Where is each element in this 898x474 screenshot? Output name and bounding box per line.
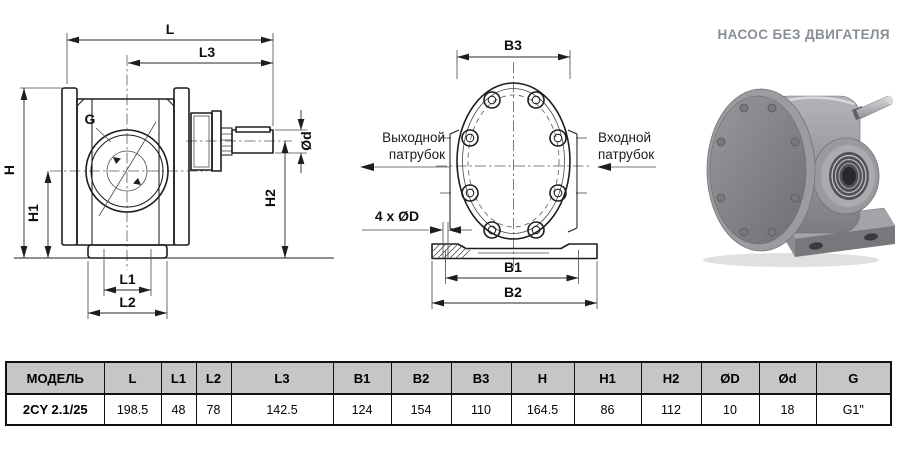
pump-render <box>703 88 896 267</box>
inlet-label-line1: Входной <box>598 130 651 145</box>
col-Od: Ød <box>758 361 817 395</box>
pump-photo <box>703 88 896 267</box>
dim-label-B1: B1 <box>504 259 522 275</box>
col-B3: B3 <box>450 361 512 395</box>
inlet-label-line2: патрубок <box>598 147 654 162</box>
dim-label-L: L <box>166 21 175 37</box>
pump-body-outline <box>61 87 190 259</box>
center-lines <box>50 55 292 270</box>
col-B1: B1 <box>332 361 392 395</box>
port-circle: G <box>85 111 169 217</box>
cell-B2: 154 <box>390 393 452 426</box>
front-base <box>431 222 598 260</box>
dimension-L2: L2 <box>87 261 168 319</box>
col-L2: L2 <box>195 361 232 395</box>
dimension-H2: H2 <box>262 141 289 258</box>
bolt-circle <box>467 94 560 228</box>
cell-OD: 10 <box>700 393 760 426</box>
dim-label-L1: L1 <box>119 271 136 287</box>
cover-bolts <box>461 91 567 239</box>
dimension-B3: B3 <box>456 37 571 79</box>
cell-B3: 110 <box>450 393 512 426</box>
dim-label-holes: 4 x ØD <box>375 208 419 224</box>
pump-front-cover <box>449 82 578 240</box>
col-L3: L3 <box>230 361 334 395</box>
shaft-assembly <box>190 110 274 172</box>
dim-label-Od: Ød <box>298 131 314 150</box>
cell-H2: 112 <box>640 393 702 426</box>
dimension-B1: B1 <box>445 250 579 284</box>
shaft-key <box>235 126 271 133</box>
col-B2: B2 <box>390 361 452 395</box>
col-OD: ØD <box>700 361 760 395</box>
holes-callout: 4 x ØD <box>362 208 472 234</box>
col-H1: H1 <box>573 361 642 395</box>
cell-model: 2CY 2.1/25 <box>5 393 105 426</box>
cell-B1: 124 <box>332 393 392 426</box>
dim-label-L3: L3 <box>199 44 216 60</box>
dimension-L3: L3 <box>128 44 273 67</box>
page-title: НАСОС БЕЗ ДВИГАТЕЛЯ <box>717 27 890 42</box>
col-L: L <box>103 361 162 395</box>
front-center-lines <box>436 62 591 268</box>
cell-L: 198.5 <box>103 393 162 426</box>
col-L1: L1 <box>160 361 197 395</box>
outlet-label-line2: патрубок <box>389 147 445 162</box>
col-model: МОДЕЛЬ <box>5 361 105 395</box>
dim-label-G: G <box>85 111 96 127</box>
col-H2: H2 <box>640 361 702 395</box>
dimension-H1: H1 <box>25 171 52 258</box>
dimension-Od: Ød <box>275 110 314 173</box>
dimension-L: L <box>66 21 274 126</box>
col-H: H <box>510 361 575 395</box>
cell-L1: 48 <box>160 393 197 426</box>
dim-label-H: H <box>1 165 17 175</box>
dimension-L1: L1 <box>103 249 152 296</box>
dim-label-B2: B2 <box>504 284 522 300</box>
dim-label-B3: B3 <box>504 37 522 53</box>
shaft <box>855 95 893 120</box>
cell-H: 164.5 <box>510 393 575 426</box>
dimension-H: H <box>1 87 62 258</box>
mounting-foot <box>87 244 168 259</box>
inlet-callout: Входной патрубок <box>597 130 656 171</box>
cell-Od: 18 <box>758 393 817 426</box>
dim-label-L2: L2 <box>119 294 136 310</box>
dim-label-H1: H1 <box>25 204 41 222</box>
cover-bolt-heads <box>716 103 800 237</box>
outlet-callout: Выходной патрубок <box>360 130 449 171</box>
shadow <box>703 253 879 267</box>
side-view-drawing: L L3 <box>1 21 334 319</box>
outlet-label-line1: Выходной <box>382 130 445 145</box>
section-hatching <box>431 243 471 259</box>
table-row: 2CY 2.1/25 198.5 48 78 142.5 124 154 110… <box>5 393 892 426</box>
cell-L3: 142.5 <box>230 393 334 426</box>
front-view-drawing: B3 <box>360 37 656 309</box>
cell-G: G1" <box>815 393 892 426</box>
table-header-row: МОДЕЛЬ L L1 L2 L3 B1 B2 B3 H H1 H2 ØD Ød… <box>5 361 892 395</box>
dim-label-H2: H2 <box>262 189 278 207</box>
cell-L2: 78 <box>195 393 232 426</box>
dimension-B2: B2 <box>431 261 598 309</box>
spec-table: МОДЕЛЬ L L1 L2 L3 B1 B2 B3 H H1 H2 ØD Ød… <box>5 361 892 426</box>
threaded-port <box>812 137 880 215</box>
cell-H1: 86 <box>573 393 642 426</box>
col-G: G <box>815 361 892 395</box>
